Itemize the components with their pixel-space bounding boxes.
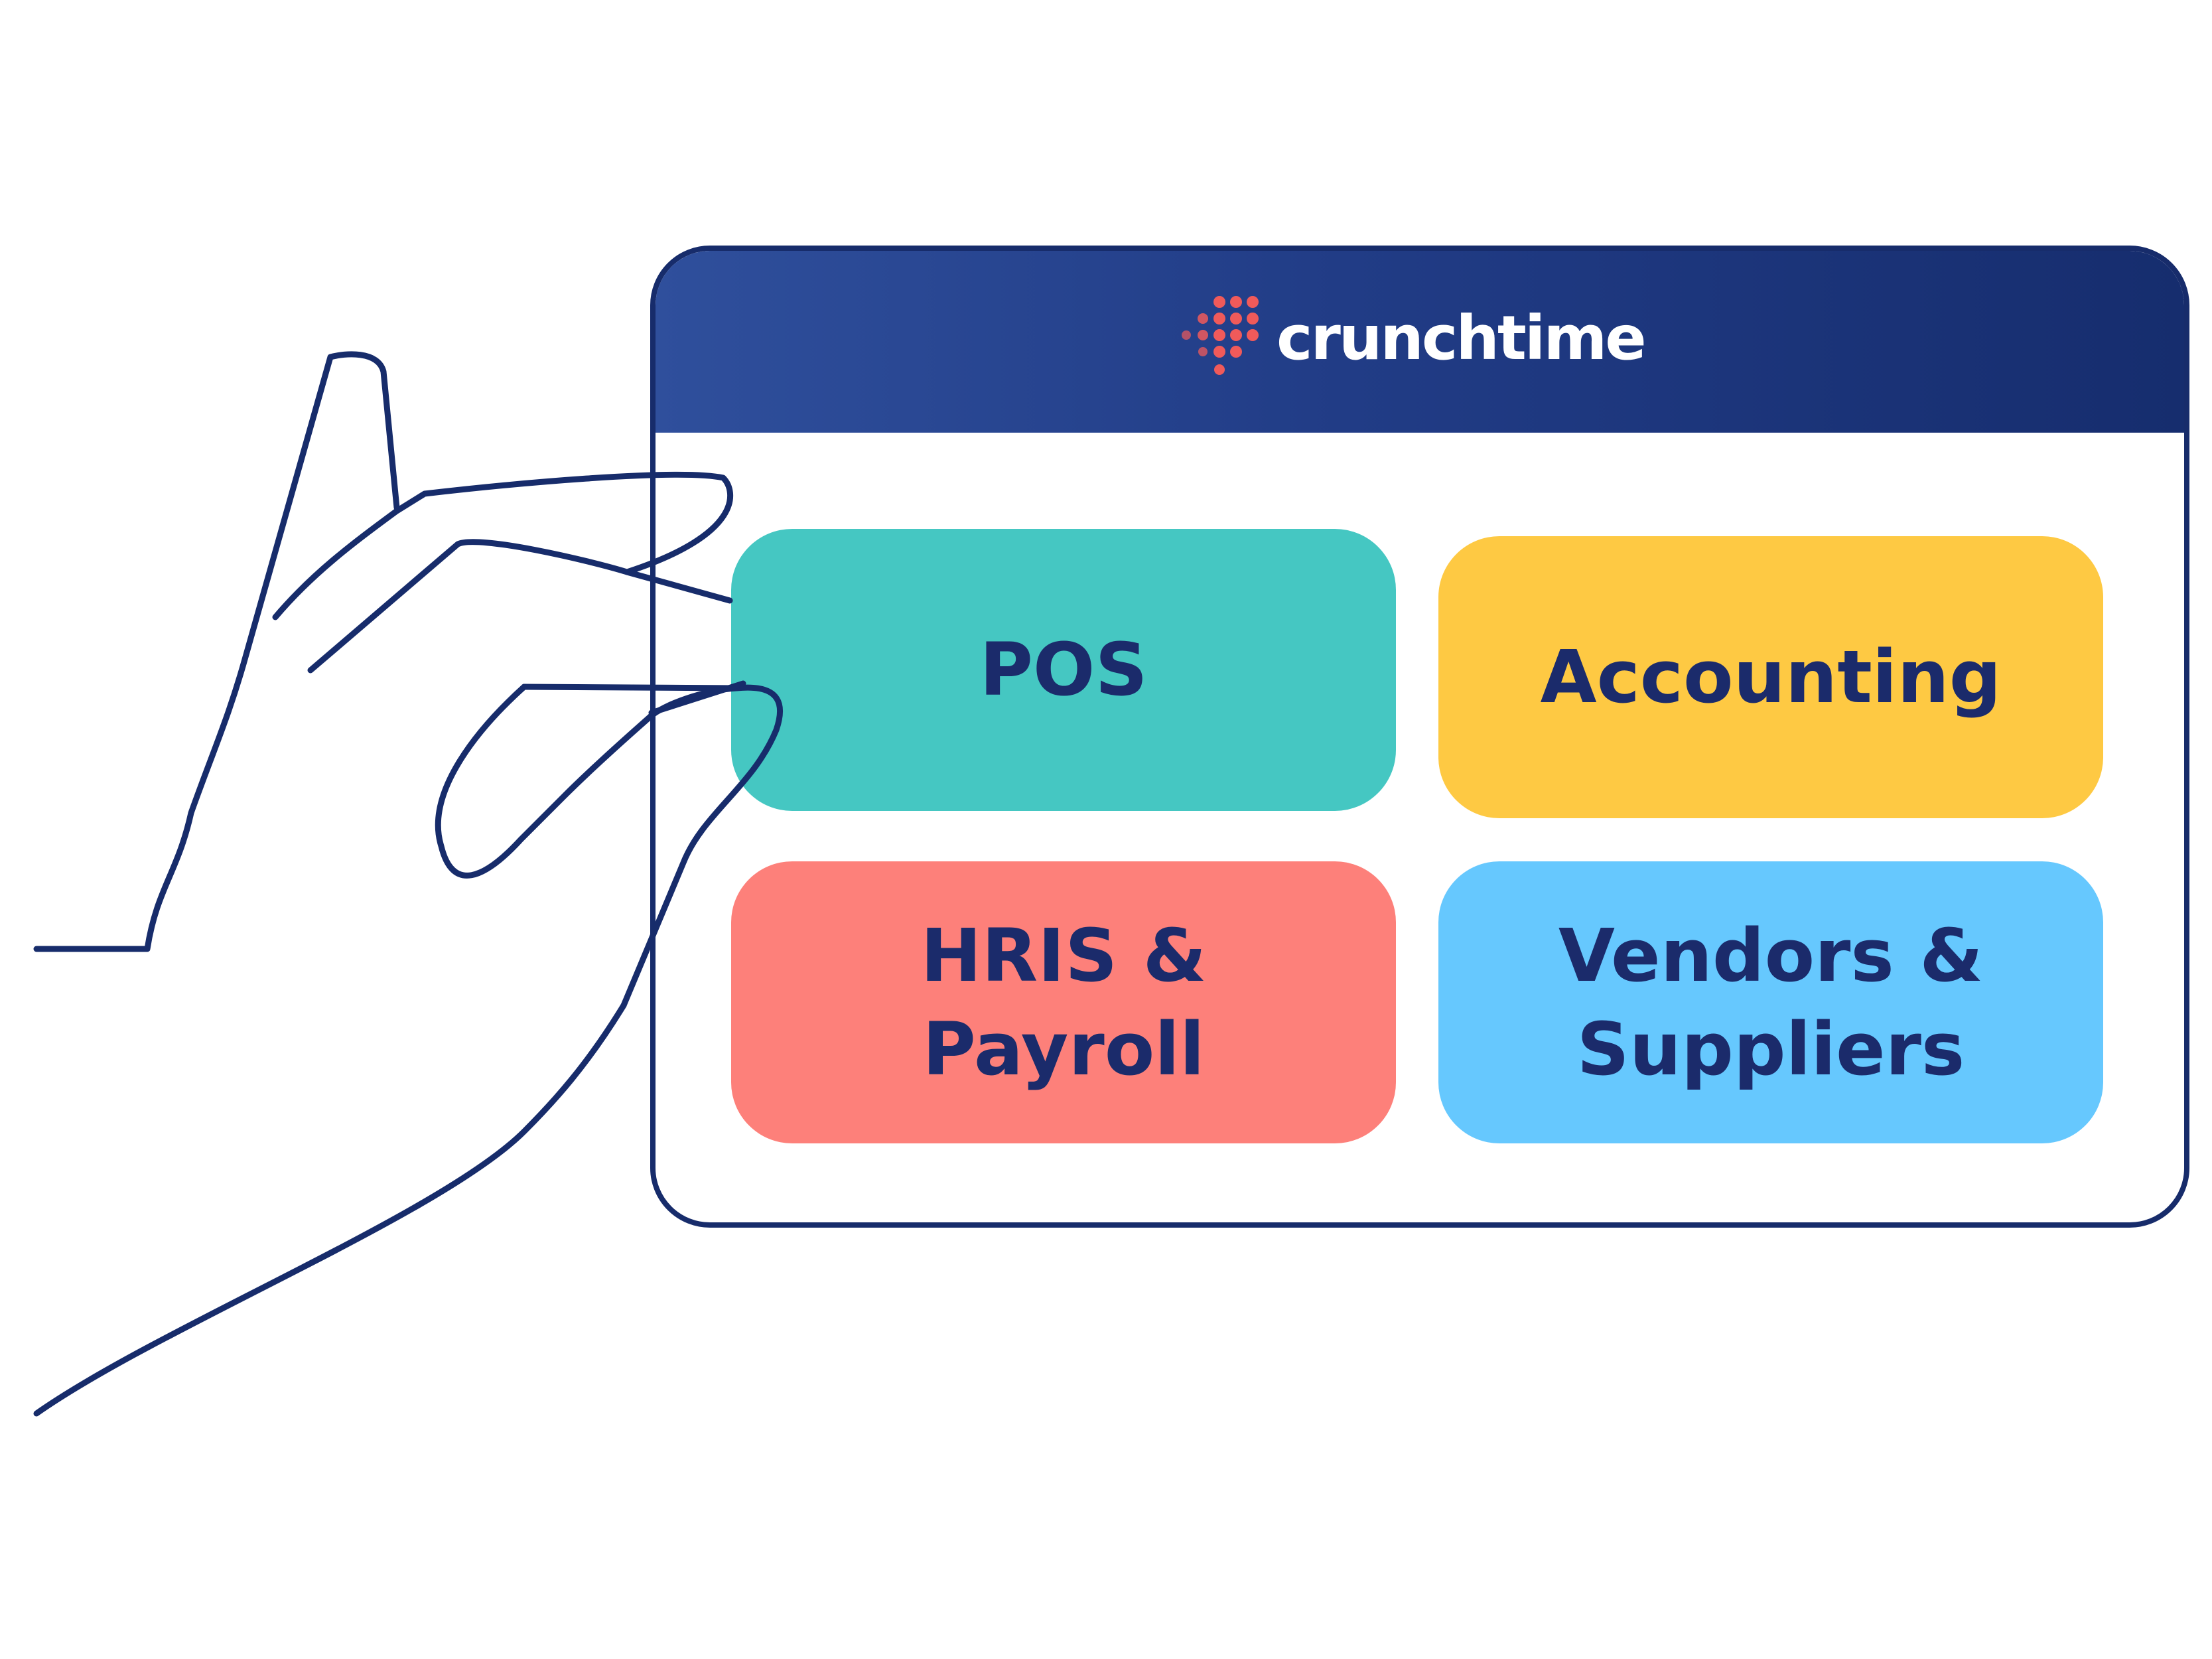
tile-label-line-2: Suppliers (1576, 1006, 1965, 1092)
window-header: crunchtime (656, 251, 2184, 433)
hris-payroll-tile[interactable]: HRIS & Payroll (731, 861, 1396, 1143)
tile-label: POS (979, 627, 1148, 713)
tile-label-line-2: Payroll (922, 1006, 1205, 1092)
brand-name: crunchtime (1277, 303, 1647, 374)
tile-label-line-1: Vendors & (1558, 912, 1984, 998)
vendors-suppliers-tile[interactable]: Vendors & Suppliers (1438, 861, 2103, 1143)
accounting-tile[interactable]: Accounting (1438, 536, 2103, 818)
crunchtime-logo: crunchtime (1173, 292, 1647, 385)
tile-label-line-1: HRIS & (920, 912, 1207, 998)
dot-grid-logo-icon (1182, 296, 1259, 375)
tile-label: Accounting (1540, 634, 2002, 720)
pos-tile[interactable]: POS (731, 529, 1396, 811)
